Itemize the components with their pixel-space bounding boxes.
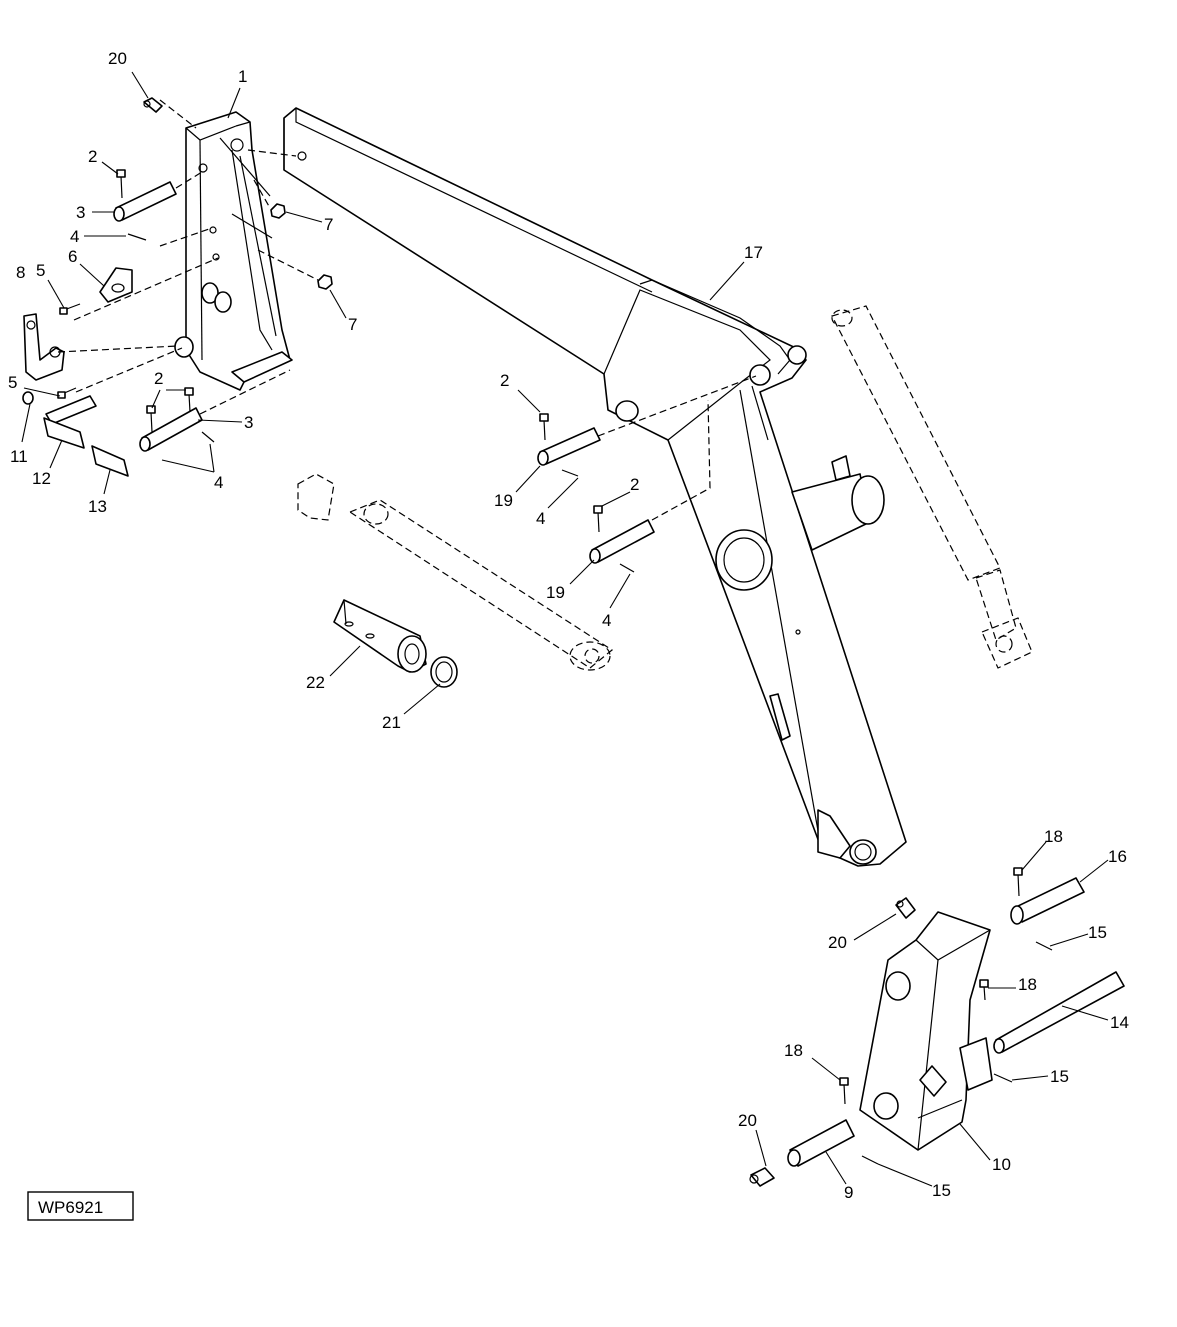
callout-15-top: 15 [1088,923,1107,942]
callout-22: 22 [306,673,325,692]
callout-2-boom-lower: 2 [630,475,639,494]
callout-2-bracket: 2 [88,147,97,166]
link-pins [787,867,1125,1167]
hydraulic-cylinder-right [831,305,1033,669]
callout-3-upper: 3 [76,203,85,222]
hydraulic-cylinder-center [297,473,614,671]
assembly-lines [57,99,757,521]
callout-4-boom-upper: 4 [536,509,545,528]
callout-10: 10 [992,1155,1011,1174]
callout-2-lower: 2 [154,369,163,388]
callout-20-top: 20 [108,49,127,68]
reference-code: WP6921 [38,1198,103,1217]
callout-17: 17 [744,243,763,262]
callout-4-bracket: 4 [70,227,79,246]
callout-13: 13 [88,497,107,516]
callout-5-upper: 5 [36,261,45,280]
callout-18-lower: 18 [784,1041,803,1060]
callout-8: 8 [16,263,25,282]
callout-3-lower: 3 [244,413,253,432]
callout-12: 12 [32,469,51,488]
boom [283,107,907,867]
callout-21: 21 [382,713,401,732]
callout-19-lower: 19 [546,583,565,602]
figure-reference: WP6921 [27,1191,134,1221]
callout-18-top: 18 [1044,827,1063,846]
callout-2-boom-upper: 2 [500,371,509,390]
boom-pins [537,413,655,573]
callout-19-upper: 19 [494,491,513,510]
callout-15-middle: 15 [1050,1067,1069,1086]
callout-16: 16 [1108,847,1127,866]
callout-1: 1 [238,67,247,86]
storage-pin-assembly [22,391,129,477]
callout-14: 14 [1110,1013,1129,1032]
callout-7-lower: 7 [348,315,357,334]
callout-leaders [21,71,1109,1187]
callout-4-lower: 4 [214,473,223,492]
callout-9: 9 [844,1183,853,1202]
bushing-and-clamp [333,599,458,688]
callout-20-link: 20 [828,933,847,952]
callout-6: 6 [68,247,77,266]
grease-fitting [143,97,916,1187]
pivot-pins-left [113,169,215,452]
small-brackets [23,267,133,399]
callout-15-bottom: 15 [932,1181,951,1200]
callout-5-lower: 5 [8,373,17,392]
callout-18-middle: 18 [1018,975,1037,994]
bucket-link [859,911,993,1151]
callout-7-upper: 7 [324,215,333,234]
callout-20-bottom: 20 [738,1111,757,1130]
lock-nuts [270,203,333,290]
callout-labels: 20 1 2 3 7 4 8 5 6 7 5 2 3 11 12 13 4 17… [8,49,1129,1202]
callout-11: 11 [10,447,28,466]
mounting-bracket [174,111,293,391]
callout-4-boom-lower: 4 [602,611,611,630]
